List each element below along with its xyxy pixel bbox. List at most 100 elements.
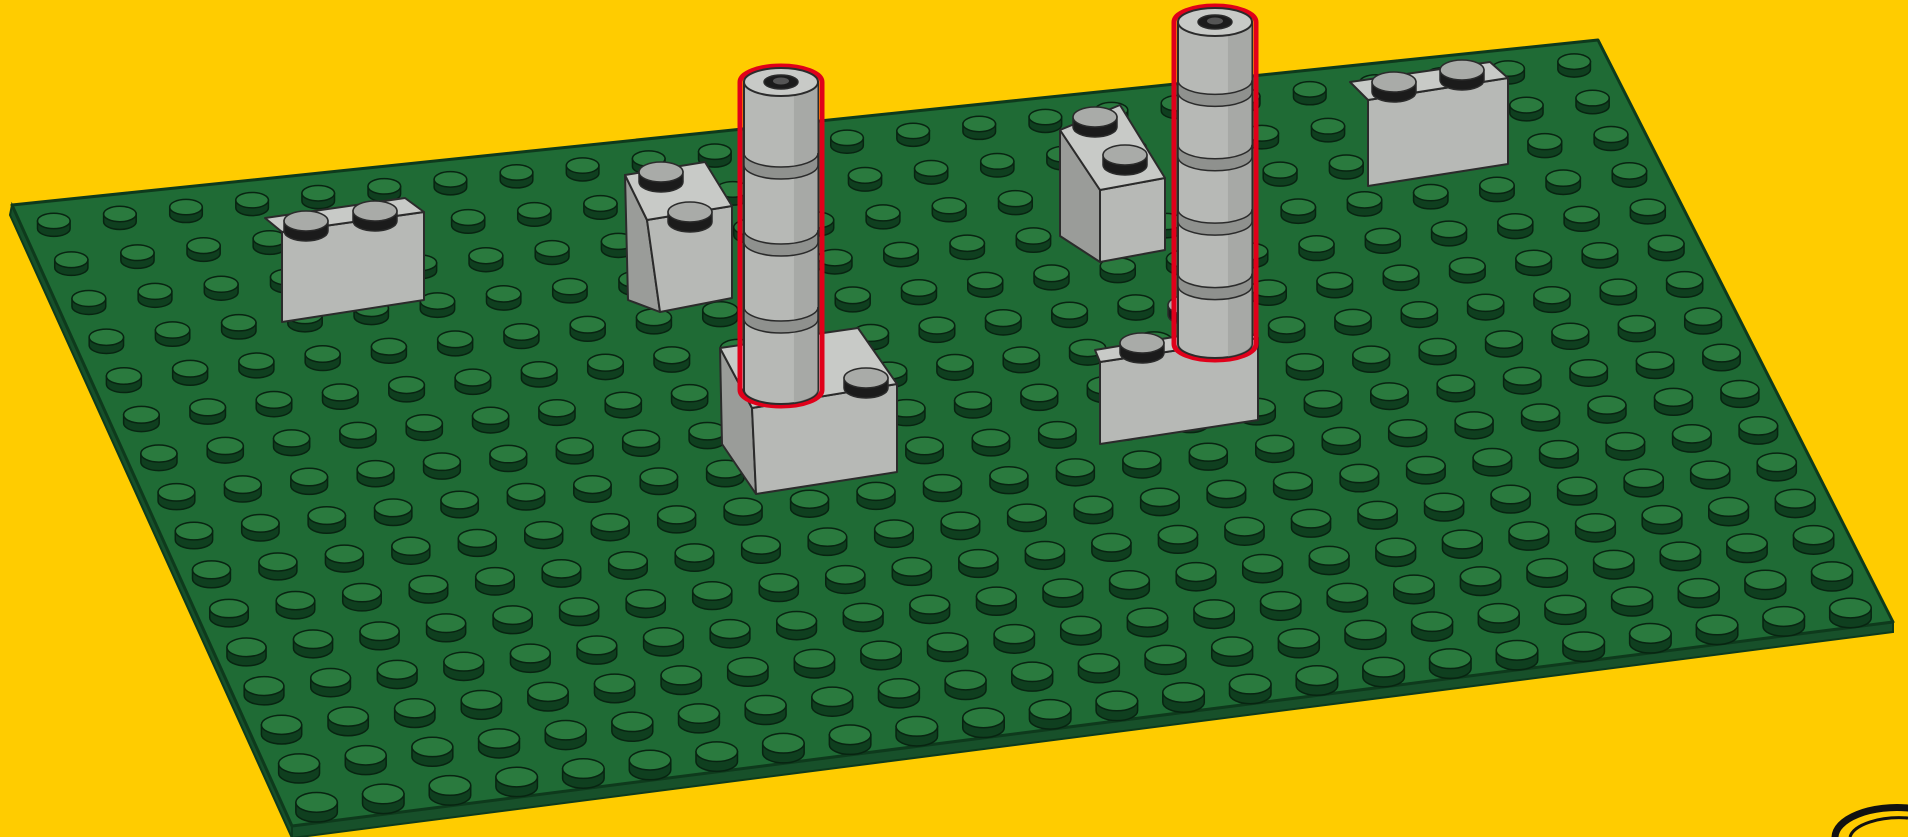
round-brick-column-left [740, 66, 822, 406]
stud [902, 280, 937, 305]
brick-stud [1372, 72, 1416, 102]
stud [1545, 595, 1586, 624]
stud [1636, 352, 1673, 379]
stud [1739, 417, 1778, 444]
stud [1118, 295, 1154, 320]
stud [311, 669, 351, 697]
brick-stud [1103, 145, 1147, 175]
stud [1335, 309, 1371, 335]
stud [710, 620, 750, 648]
stud [644, 628, 684, 656]
stud [521, 362, 557, 387]
stud [808, 528, 847, 555]
stud [1498, 214, 1533, 239]
stud [412, 737, 453, 766]
stud [1516, 250, 1552, 275]
stud [1363, 657, 1405, 686]
stud [276, 591, 315, 618]
stud [594, 674, 634, 703]
stud [1110, 571, 1150, 599]
stud [1667, 272, 1703, 298]
stud [1299, 236, 1334, 261]
stud [392, 537, 430, 564]
stud [1455, 412, 1493, 439]
stud [504, 324, 539, 349]
stud [375, 499, 412, 526]
stud [1293, 82, 1326, 105]
stud [1763, 607, 1805, 636]
stud [959, 550, 998, 578]
stud [1830, 598, 1872, 627]
stud [556, 438, 593, 464]
stud [1029, 109, 1062, 132]
stud [661, 666, 701, 695]
stud [1345, 620, 1386, 649]
stud [89, 329, 123, 353]
stud [461, 691, 501, 720]
brick-stud [1073, 107, 1117, 137]
stud [1389, 420, 1427, 447]
stud [672, 385, 708, 411]
stud [626, 590, 665, 618]
stud [612, 712, 653, 741]
stud [224, 476, 261, 502]
stud [305, 346, 340, 371]
stud [1412, 612, 1453, 641]
stud [429, 776, 471, 805]
brick-stud [1120, 333, 1164, 363]
stud [693, 582, 732, 610]
stud [420, 293, 454, 317]
stud [486, 286, 520, 310]
stud [1480, 177, 1514, 201]
stud [500, 165, 533, 188]
stud [560, 598, 599, 626]
stud [1630, 199, 1665, 224]
stud [1685, 308, 1722, 334]
stud [878, 679, 919, 708]
stud [636, 309, 671, 334]
stud [1745, 570, 1786, 599]
brick-stud [1440, 60, 1484, 90]
stud [1546, 170, 1580, 194]
stud [1365, 228, 1400, 253]
stud [963, 116, 996, 139]
stud [1588, 396, 1626, 423]
stud [629, 750, 671, 779]
stud [1576, 90, 1609, 114]
stud [1261, 592, 1301, 621]
stud [493, 606, 532, 634]
stud [187, 238, 220, 262]
stud [190, 399, 226, 424]
brick-stud [353, 201, 397, 231]
stud [1281, 199, 1315, 223]
stud [525, 522, 563, 549]
stud [679, 704, 720, 733]
stud [1078, 654, 1119, 683]
stud [72, 290, 106, 314]
stud [1468, 294, 1504, 320]
stud [1430, 649, 1472, 678]
stud [915, 160, 948, 184]
stud [910, 595, 950, 623]
stud [1558, 54, 1591, 77]
stud [409, 576, 448, 603]
stud [293, 630, 332, 658]
stud [1510, 97, 1543, 121]
rotate-icon[interactable] [1835, 808, 1908, 837]
stud [222, 315, 256, 339]
brick-stud [284, 211, 328, 241]
stud [1528, 134, 1562, 158]
stud [972, 429, 1009, 456]
stud [274, 430, 310, 456]
stud [591, 514, 629, 541]
stud [1522, 404, 1560, 431]
stud [261, 715, 301, 744]
stud [279, 754, 320, 783]
stud [1534, 287, 1570, 313]
stud [1008, 504, 1047, 531]
stud [990, 467, 1028, 494]
stud [455, 369, 491, 394]
stud [848, 168, 881, 192]
stud [1212, 637, 1253, 666]
stud [368, 179, 401, 202]
